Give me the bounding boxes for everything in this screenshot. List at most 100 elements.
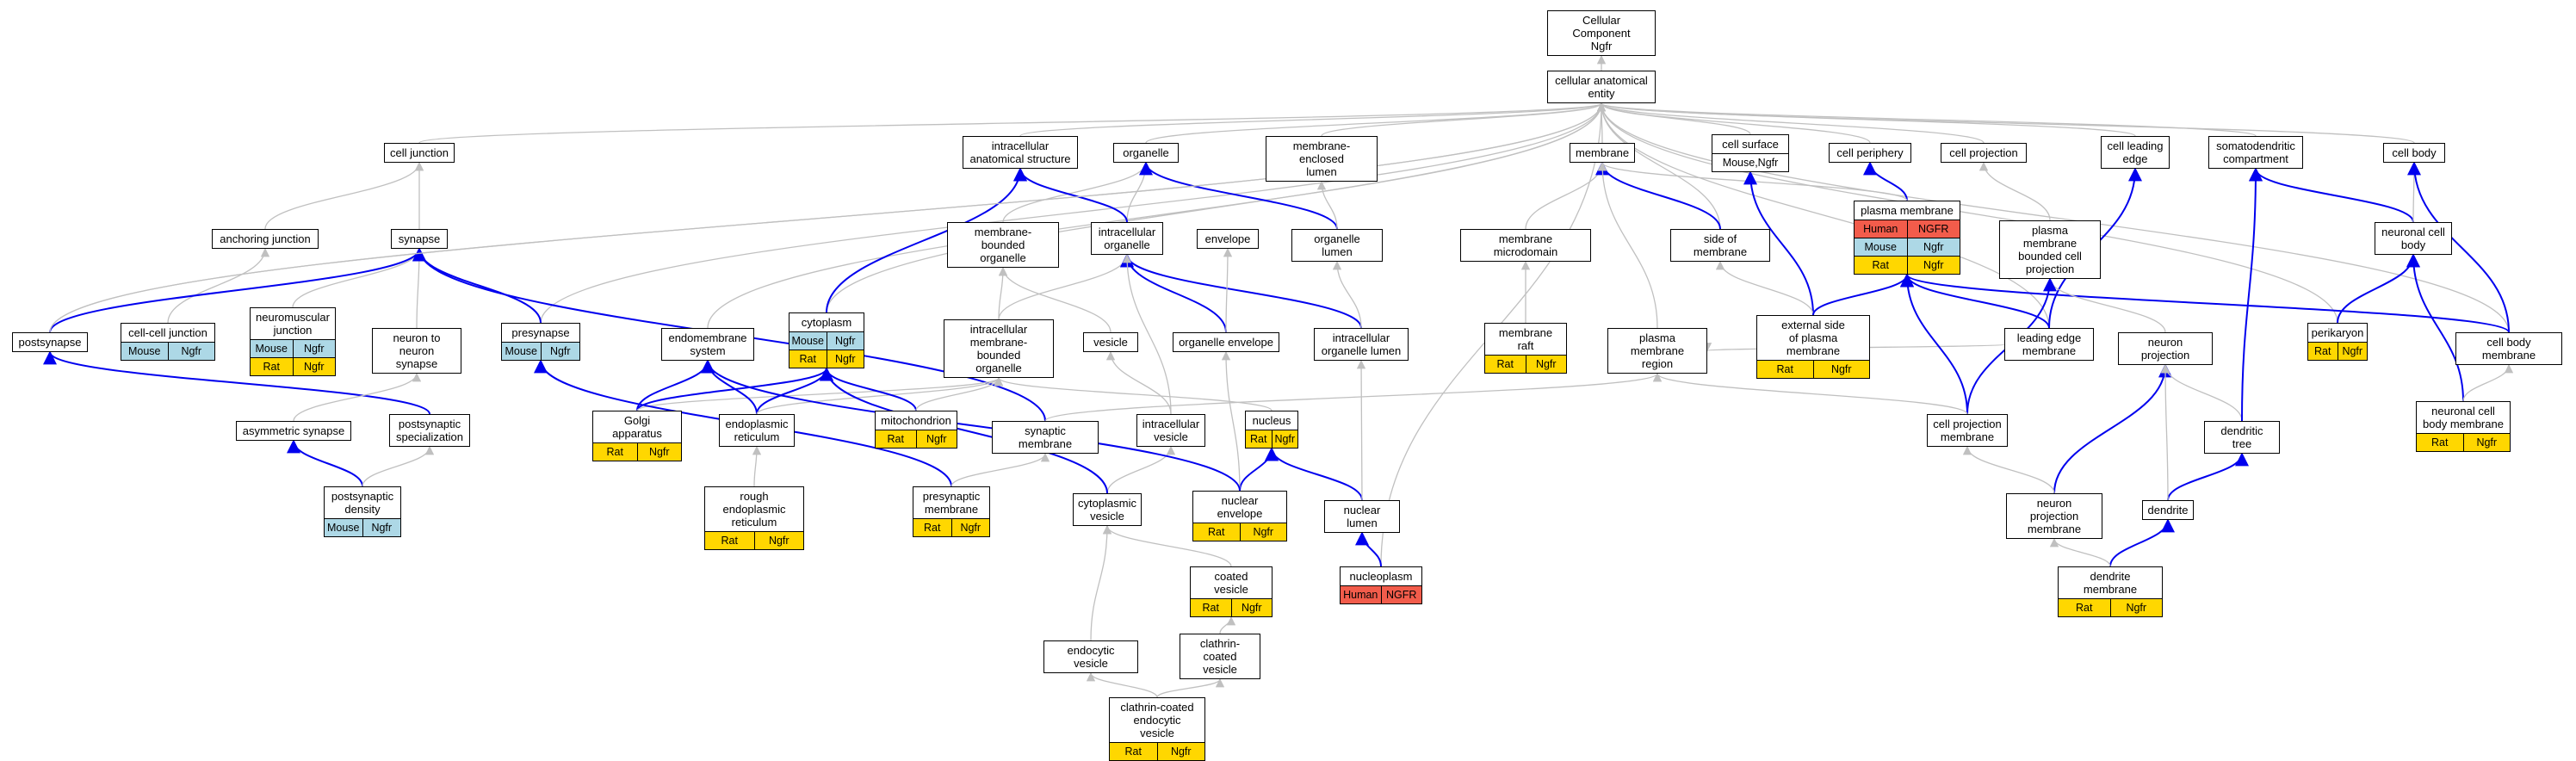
term-label: external side of plasma membrane <box>1781 319 1845 357</box>
term-node-cell-body[interactable]: cell body <box>2383 143 2445 163</box>
term-node-cpm[interactable]: cell projection membrane <box>1927 414 2008 447</box>
term-node-postsynapse[interactable]: postsynapse <box>12 332 88 352</box>
gene-cell: Ngfr <box>951 519 989 536</box>
term-node-membrane-microdomain[interactable]: membrane microdomain <box>1460 229 1591 262</box>
term-node-ccv[interactable]: clathrin-coated vesicle <box>1180 634 1260 679</box>
species-cell: Rat <box>1757 361 1813 378</box>
term-label: neuronal cell body membrane <box>2423 405 2504 430</box>
term-label: perikaryon <box>2311 326 2364 339</box>
term-node-cell-projection[interactable]: cell projection <box>1941 143 2027 163</box>
term-node-nns[interactable]: neuron to neuron synapse <box>372 328 461 374</box>
is-a-edge-cyto_vesicle-to-ivesicle <box>1106 445 1176 494</box>
is-a-edge-endocytic_vesicle-to-cyto_vesicle <box>1090 524 1112 641</box>
term-node-neuron-projection[interactable]: neuron projection <box>2118 332 2213 365</box>
term-node-vesicle[interactable]: vesicle <box>1083 332 1138 352</box>
term-node-cbm[interactable]: cell body membrane <box>2455 332 2562 365</box>
term-node-root[interactable]: Cellular Component Ngfr <box>1547 10 1656 56</box>
is-a-edge-cpm-to-pmr <box>1652 372 1968 415</box>
term-node-cae[interactable]: cellular anatomical entity <box>1547 71 1656 103</box>
is-a-edge-cell_body-to-cae <box>1597 102 2415 144</box>
term-label: endoplasmic reticulum <box>725 418 789 443</box>
species-cell: Mouse,Ngfr <box>1722 157 1779 169</box>
gene-cell: Ngfr <box>826 350 864 368</box>
term-node-cell-periphery[interactable]: cell periphery <box>1829 143 1911 163</box>
term-label: neuron to neuron synapse <box>393 331 441 370</box>
term-node-dendritic-tree[interactable]: dendritic tree <box>2204 421 2280 454</box>
is-a-edge-dendritic_tree-to-neuron_projection <box>2160 363 2243 422</box>
term-node-ivesicle[interactable]: intracellular vesicle <box>1136 414 1205 447</box>
term-node-synapse[interactable]: synapse <box>391 229 448 249</box>
term-node-mel[interactable]: membrane-enclosed lumen <box>1266 136 1378 182</box>
term-node-er[interactable]: endoplasmic reticulum <box>719 414 795 447</box>
term-node-endomembrane[interactable]: endomembrane system <box>661 328 754 361</box>
is-a-edge-ncbm-to-cbm <box>2462 363 2514 402</box>
is-a-edge-postsynapse-to-cae <box>49 102 1607 333</box>
term-node-membrane[interactable]: membrane <box>1570 143 1635 163</box>
term-node-organelle-lumen[interactable]: organelle lumen <box>1291 229 1383 262</box>
term-node-neuronal-cell-body[interactable]: neuronal cell body <box>2375 222 2452 255</box>
is-a-edge-dendrite_mem-to-npm <box>2049 537 2111 567</box>
part-of-edge-io-to-ias <box>1013 167 1128 223</box>
is-a-edge-esopm-to-side_of_membrane <box>1715 260 1814 316</box>
term-node-organelle[interactable]: organelle <box>1113 143 1179 163</box>
is-a-edge-presyn_mem-to-syn_mem <box>951 452 1050 487</box>
term-node-mbo[interactable]: membrane-bounded organelle <box>947 222 1059 268</box>
term-label: dendrite <box>2147 504 2189 517</box>
gene-cell: Ngfr <box>1230 599 1272 616</box>
is-a-edge-nucleus-to-imbo <box>994 376 1273 411</box>
term-node-syn-mem[interactable]: synaptic membrane <box>992 421 1099 454</box>
term-node-lem[interactable]: leading edge membrane <box>2004 328 2094 361</box>
term-node-cyto-vesicle[interactable]: cytoplasmic vesicle <box>1073 493 1142 526</box>
gene-cell: Ngfr <box>1906 257 1960 274</box>
term-node-iol[interactable]: intracellular organelle lumen <box>1314 328 1409 361</box>
term-label: clathrin-coated vesicle <box>1199 637 1241 676</box>
is-a-edge-npm-to-cpm <box>1962 445 2055 494</box>
term-label: plasma membrane bounded cell projection <box>2018 224 2082 275</box>
term-node-dendrite[interactable]: dendrite <box>2142 500 2194 520</box>
term-node-npm[interactable]: neuron projection membrane <box>2006 493 2102 539</box>
term-node-envelope[interactable]: envelope <box>1197 229 1259 249</box>
term-node-pmbcp[interactable]: plasma membrane bounded cell projection <box>1999 220 2101 279</box>
term-node-cell-junction[interactable]: cell junction <box>384 143 455 163</box>
species-cell: Rat <box>1193 523 1240 541</box>
term-node-asym[interactable]: asymmetric synapse <box>236 421 351 441</box>
term-node-endocytic-vesicle[interactable]: endocytic vesicle <box>1043 640 1138 673</box>
term-node-ias[interactable]: intracellular anatomical structure <box>963 136 1078 169</box>
term-label: cell periphery <box>1836 146 1904 159</box>
term-node-imbo[interactable]: intracellular membrane-bounded organelle <box>944 319 1054 378</box>
term-node-somatodendritic[interactable]: somatodendritic compartment <box>2208 136 2303 169</box>
term-node-organelle-envelope[interactable]: organelle envelope <box>1173 332 1279 352</box>
term-node-io[interactable]: intracellular organelle <box>1091 222 1163 255</box>
term-node-cell-leading-edge[interactable]: cell leading edge <box>2101 136 2170 169</box>
term-node-pmr[interactable]: plasma membrane region <box>1607 328 1707 374</box>
term-node-ps-spec[interactable]: postsynaptic specialization <box>389 414 470 447</box>
term-node-side-of-membrane[interactable]: side of membrane <box>1670 229 1770 262</box>
term-node-anchoring-junction[interactable]: anchoring junction <box>212 229 319 249</box>
term-node-nuc-lumen[interactable]: nuclear lumen <box>1324 500 1400 533</box>
